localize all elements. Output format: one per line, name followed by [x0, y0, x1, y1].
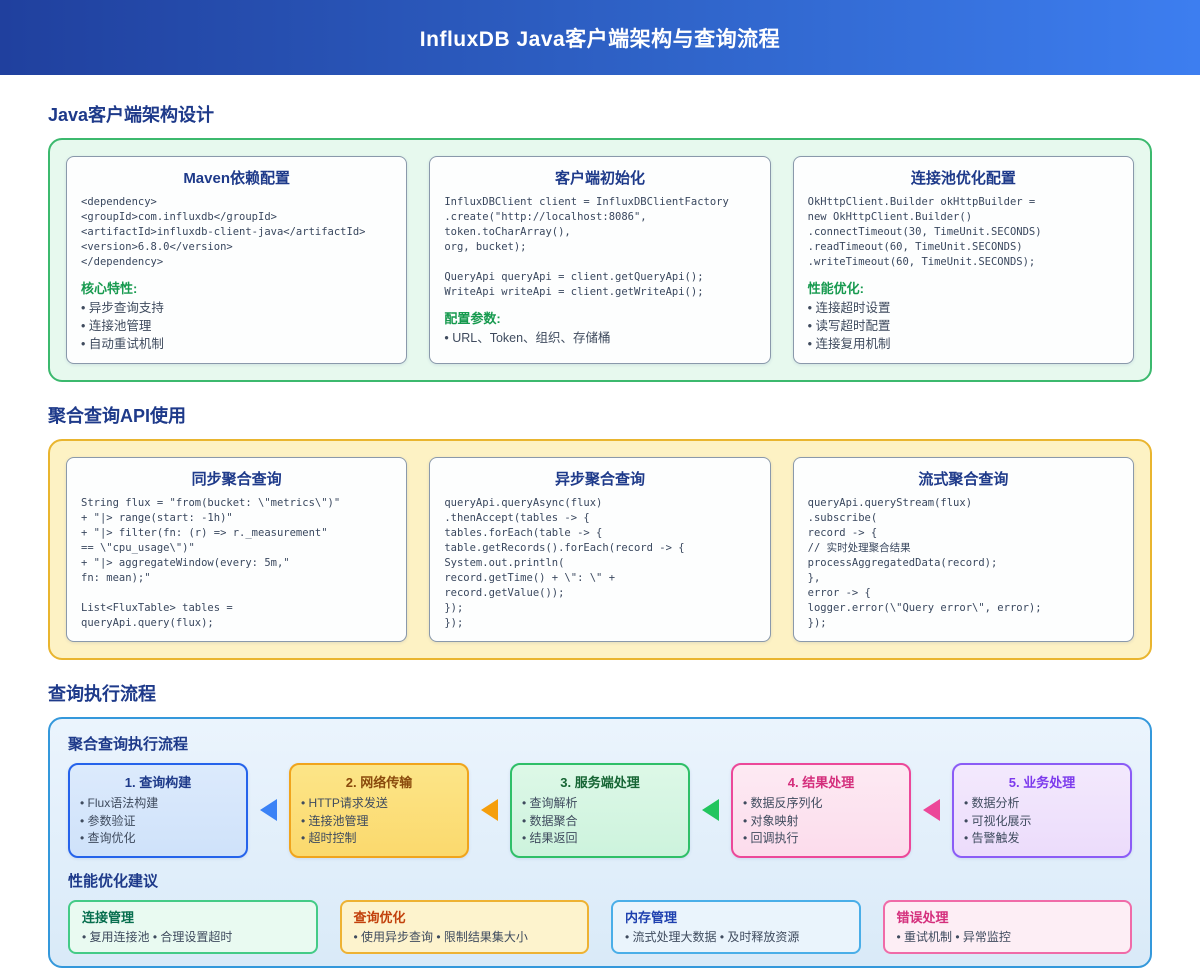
tip-title: 内存管理	[625, 909, 678, 925]
code-block: queryApi.queryStream(flux) .subscribe( r…	[807, 497, 1042, 629]
tip-card-error: 错误处理 重试机制 • 异常监控	[882, 899, 1132, 954]
step-title: 2. 网络传输	[345, 775, 413, 790]
flow-step-query-build: 1. 查询构建 Flux语法构建 参数验证 查询优化	[68, 763, 248, 858]
tip-text: 重试机制 • 异常监控	[897, 928, 1119, 945]
step-item: 数据分析	[964, 795, 1120, 813]
tip-title: 错误处理	[896, 909, 949, 925]
flow-step-result: 4. 结果处理 数据反序列化 对象映射 回调执行	[731, 763, 911, 858]
feature-item: 连接超时设置	[808, 299, 1119, 317]
arrow-left-icon	[260, 799, 277, 822]
tip-card-connection: 连接管理 复用连接池 • 合理设置超时	[68, 899, 318, 954]
code-block: <dependency> <groupId>com.influxdb</grou…	[81, 196, 366, 268]
step-item: 参数验证	[80, 813, 236, 831]
architecture-panel: Maven依赖配置 <dependency> <groupId>com.infl…	[48, 138, 1152, 382]
step-item: 结果返回	[522, 830, 678, 848]
tips-row: 连接管理 复用连接池 • 合理设置超时 查询优化 使用异步查询 • 限制结果集大…	[68, 899, 1132, 954]
feature-item: URL、Token、组织、存储桶	[444, 329, 755, 347]
step-item: 查询优化	[80, 830, 236, 848]
flow-step-business: 5. 业务处理 数据分析 可视化展示 告警触发	[952, 763, 1132, 858]
step-item: 告警触发	[964, 830, 1120, 848]
page-title: InfluxDB Java客户端架构与查询流程	[419, 27, 781, 51]
step-item: 可视化展示	[964, 813, 1120, 831]
tip-card-query: 查询优化 使用异步查询 • 限制结果集大小	[339, 899, 589, 954]
feature-item: 连接池管理	[81, 317, 392, 335]
flow-steps-row: 1. 查询构建 Flux语法构建 参数验证 查询优化 2. 网络传输 HTTP请…	[68, 763, 1132, 858]
stream-query-card: 流式聚合查询 queryApi.queryStream(flux) .subsc…	[792, 457, 1134, 642]
tip-card-memory: 内存管理 流式处理大数据 • 及时释放资源	[611, 899, 861, 954]
tip-title: 连接管理	[82, 909, 135, 925]
step-item: 对象映射	[743, 813, 899, 831]
feature-item: 连接复用机制	[808, 335, 1119, 353]
flow-section-heading: 查询执行流程	[48, 684, 156, 704]
architecture-section-heading: Java客户端架构设计	[48, 105, 215, 125]
query-api-panel: 同步聚合查询 String flux = "from(bucket: \"met…	[48, 439, 1152, 660]
tip-title: 查询优化	[353, 909, 406, 925]
step-title: 5. 业务处理	[1008, 775, 1076, 790]
step-title: 4. 结果处理	[787, 775, 855, 790]
feature-label: 配置参数:	[444, 311, 501, 326]
flow-sub-heading: 聚合查询执行流程	[68, 736, 189, 753]
tips-heading: 性能优化建议	[68, 872, 159, 890]
step-item: 回调执行	[743, 830, 899, 848]
arrow-left-icon	[702, 799, 719, 822]
tip-text: 使用异步查询 • 限制结果集大小	[354, 928, 576, 945]
flow-panel: 聚合查询执行流程 1. 查询构建 Flux语法构建 参数验证 查询优化 2. 网…	[48, 717, 1152, 968]
tip-text: 复用连接池 • 合理设置超时	[82, 928, 304, 945]
async-query-card: 异步聚合查询 queryApi.queryAsync(flux) .thenAc…	[429, 457, 771, 642]
step-item: 查询解析	[522, 795, 678, 813]
step-title: 1. 查询构建	[124, 775, 192, 790]
main-content: Java客户端架构设计 Maven依赖配置 <dependency> <grou…	[0, 101, 1200, 968]
code-block: queryApi.queryAsync(flux) .thenAccept(ta…	[444, 497, 685, 629]
card-title: 同步聚合查询	[191, 471, 282, 488]
code-block: InfluxDBClient client = InfluxDBClientFa…	[444, 196, 729, 298]
step-item: 连接池管理	[301, 813, 457, 831]
step-item: 数据反序列化	[743, 795, 899, 813]
arrow-left-icon	[481, 799, 498, 822]
card-title: 连接池优化配置	[910, 170, 1016, 187]
step-item: HTTP请求发送	[301, 795, 457, 813]
flow-step-server: 3. 服务端处理 查询解析 数据聚合 结果返回	[510, 763, 690, 858]
arrow-left-icon	[923, 799, 940, 822]
step-title: 3. 服务端处理	[560, 775, 640, 790]
feature-label: 性能优化:	[807, 281, 864, 296]
code-block: OkHttpClient.Builder okHttpBuilder = new…	[807, 196, 1042, 268]
connection-pool-card: 连接池优化配置 OkHttpClient.Builder okHttpBuild…	[792, 156, 1134, 364]
feature-item: 读写超时配置	[808, 317, 1119, 335]
card-title: Maven依赖配置	[183, 170, 290, 187]
tip-text: 流式处理大数据 • 及时释放资源	[625, 928, 847, 945]
flow-step-network: 2. 网络传输 HTTP请求发送 连接池管理 超时控制	[289, 763, 469, 858]
query-api-section-heading: 聚合查询API使用	[48, 406, 187, 426]
feature-item: 自动重试机制	[81, 335, 392, 353]
card-title: 流式聚合查询	[918, 471, 1009, 488]
maven-dependency-card: Maven依赖配置 <dependency> <groupId>com.infl…	[66, 156, 408, 364]
card-title: 异步聚合查询	[554, 471, 645, 488]
client-init-card: 客户端初始化 InfluxDBClient client = InfluxDBC…	[429, 156, 771, 364]
step-item: 数据聚合	[522, 813, 678, 831]
code-block: String flux = "from(bucket: \"metrics\")…	[81, 497, 341, 629]
sync-query-card: 同步聚合查询 String flux = "from(bucket: \"met…	[66, 457, 408, 642]
card-title: 客户端初始化	[554, 170, 645, 187]
step-item: Flux语法构建	[80, 795, 236, 813]
feature-item: 异步查询支持	[81, 299, 392, 317]
feature-label: 核心特性:	[81, 281, 138, 296]
page-header: InfluxDB Java客户端架构与查询流程	[0, 0, 1200, 75]
step-item: 超时控制	[301, 830, 457, 848]
